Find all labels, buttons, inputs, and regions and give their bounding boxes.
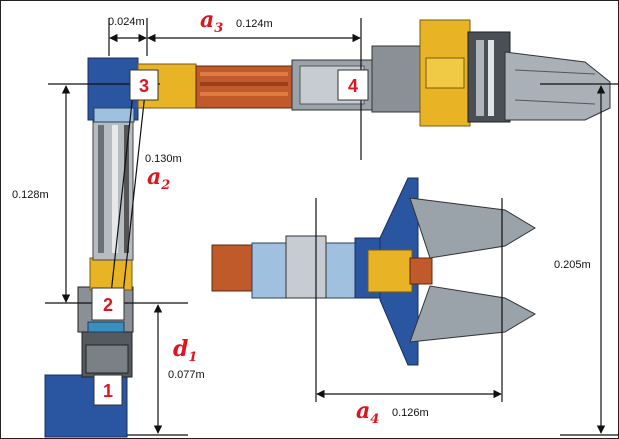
symbol-a4: a4 xyxy=(356,398,379,427)
dim-0024-label: 0.024m xyxy=(108,16,145,28)
detail-yellow-block xyxy=(367,249,413,293)
horizontal-arm xyxy=(137,19,611,127)
gripper-detail xyxy=(211,177,537,366)
svg-text:2: 2 xyxy=(103,295,113,315)
joint-label-3: 3 xyxy=(129,69,159,101)
symbol-a2: a2 xyxy=(147,164,170,193)
gripper-fingers-top xyxy=(504,51,611,121)
dim-a2-label: 0.130m xyxy=(145,153,182,165)
joint-label-1: 1 xyxy=(93,374,123,406)
dim-a3-label: 0.124m xyxy=(236,18,273,30)
symbol-d1: d1 xyxy=(173,336,197,365)
joint-label-2: 2 xyxy=(91,287,125,321)
dim-a4-label: 0.126m xyxy=(392,407,429,419)
joint-label-4: 4 xyxy=(337,69,369,101)
dim-0205-label: 0.205m xyxy=(554,259,591,271)
dim-d1-label: 0.077m xyxy=(168,369,205,381)
symbol-a3: a3 xyxy=(200,7,223,36)
gray-plate xyxy=(371,45,423,113)
svg-text:4: 4 xyxy=(348,76,358,96)
detail-finger-upper xyxy=(409,197,536,259)
svg-text:3: 3 xyxy=(139,76,149,96)
svg-text:1: 1 xyxy=(103,381,113,401)
detail-copper-motor xyxy=(211,244,253,292)
dim-0128-label: 0.128m xyxy=(12,189,49,201)
detail-finger-lower xyxy=(409,285,537,343)
vertical-arm xyxy=(44,57,139,438)
